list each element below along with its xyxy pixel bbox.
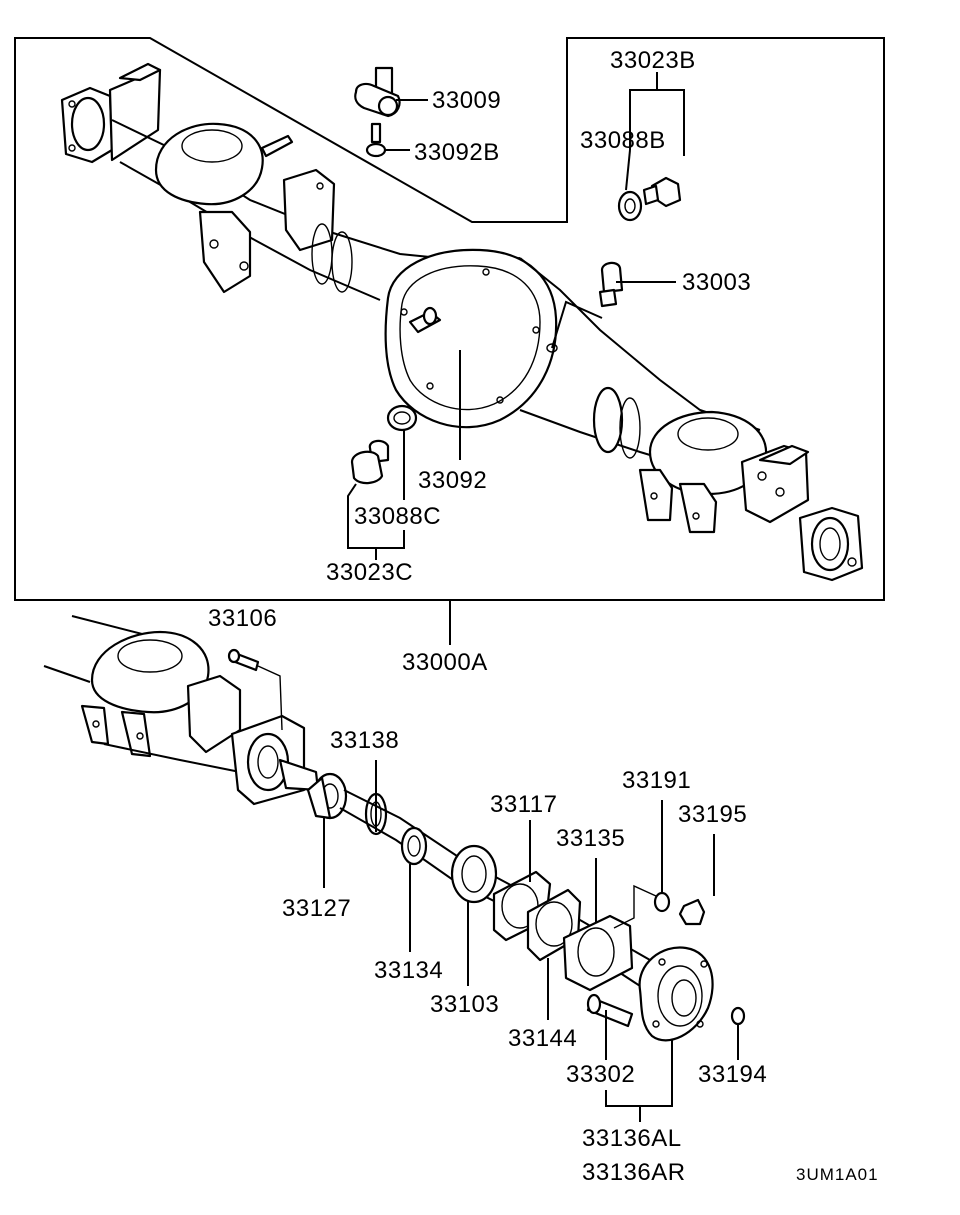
- part-33195: [678, 898, 706, 926]
- label-33144: 33144: [508, 1025, 577, 1052]
- label-33092B: 33092B: [414, 139, 500, 166]
- part-33127: [306, 772, 348, 820]
- part-33023C: [350, 439, 390, 485]
- part-labels: 33009 33092B 33023B 33088B 33003 33092 3…: [208, 47, 879, 1186]
- label-33023C: 33023C: [326, 559, 413, 586]
- label-33023B: 33023B: [610, 47, 696, 74]
- part-33302: [586, 993, 634, 1028]
- label-33135: 33135: [556, 825, 625, 852]
- label-33136AR: 33136AR: [582, 1159, 686, 1186]
- axle-housing: [60, 62, 864, 582]
- part-33003: [598, 261, 624, 308]
- label-33088C: 33088C: [354, 503, 441, 530]
- part-33194: [730, 1006, 746, 1026]
- label-33191: 33191: [622, 767, 691, 794]
- part-33191: [613, 884, 671, 929]
- label-33127: 33127: [282, 895, 351, 922]
- part-33023B: [617, 176, 682, 222]
- assembly-frame: [14, 37, 885, 645]
- label-33138: 33138: [330, 727, 399, 754]
- label-33134: 33134: [374, 957, 443, 984]
- part-33135: [562, 914, 634, 992]
- label-33000A: 33000A: [402, 649, 488, 676]
- label-33009: 33009: [432, 87, 501, 114]
- label-33088B: 33088B: [580, 127, 666, 154]
- part-33092: [408, 306, 442, 334]
- label-33194: 33194: [698, 1061, 767, 1088]
- part-33136A: [638, 946, 714, 1042]
- label-33106: 33106: [208, 605, 277, 632]
- part-33088C: [386, 404, 418, 432]
- label-33302: 33302: [566, 1061, 635, 1088]
- label-33103: 33103: [430, 991, 499, 1018]
- leader-lines: [323, 72, 739, 1122]
- label-33003: 33003: [682, 269, 751, 296]
- label-33136AL: 33136AL: [582, 1125, 682, 1152]
- diagram-code: 3UM1A01: [796, 1165, 879, 1184]
- part-33106: [227, 648, 283, 731]
- label-33117: 33117: [490, 791, 557, 818]
- half-shaft-housing: [43, 615, 320, 806]
- part-33009: [354, 66, 401, 118]
- part-33092B: [365, 122, 410, 158]
- label-33195: 33195: [678, 801, 747, 828]
- part-33134: [400, 826, 428, 866]
- part-33103: [450, 844, 498, 904]
- label-33092: 33092: [418, 467, 487, 494]
